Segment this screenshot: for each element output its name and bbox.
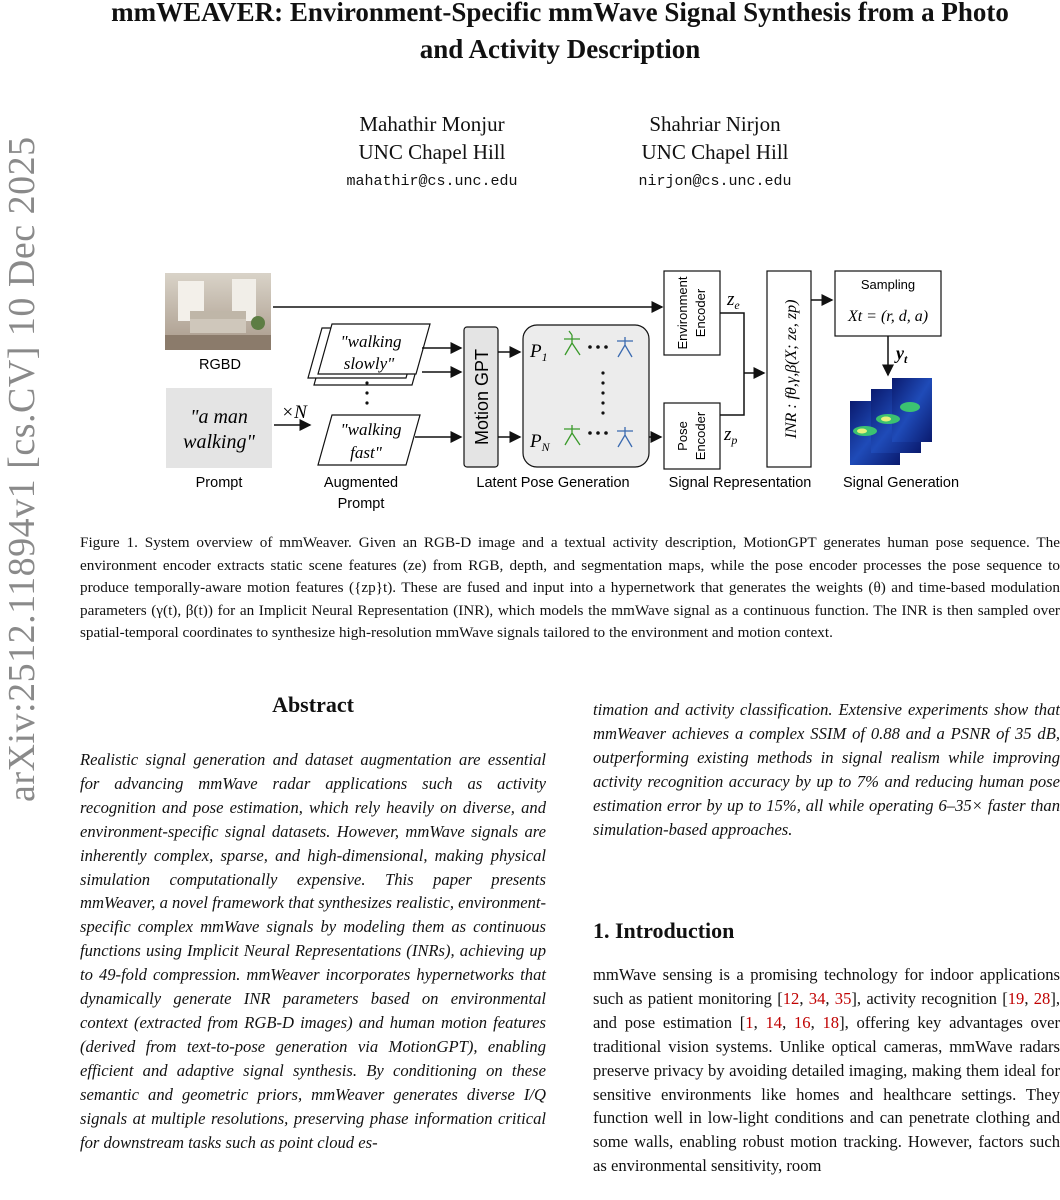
abstract-column-2: timation and activity classification. Ex… — [593, 700, 1060, 839]
motion-gpt-label: Motion GPT — [472, 349, 492, 445]
citation-link[interactable]: 34 — [808, 988, 826, 1008]
paper-title: mmWEAVER: Environment-Specific mmWave Si… — [60, 0, 1060, 68]
citation-link[interactable]: 28 — [1033, 988, 1051, 1008]
signal-generation-label: Signal Generation — [843, 475, 959, 491]
arrow — [720, 312, 745, 373]
signal-representation-label: Signal Representation — [669, 475, 812, 491]
motion-gpt-block — [463, 326, 499, 468]
prompt-text-line-1: "a man — [190, 406, 248, 428]
citation-link[interactable]: 18 — [822, 1012, 840, 1032]
arrow — [720, 373, 745, 416]
augmented-prompt-slowly — [307, 323, 431, 386]
times-n-label: ×N — [281, 402, 308, 423]
aug-prompt-2-line-1: "walking — [341, 420, 402, 439]
latent-pose-generation-label: Latent Pose Generation — [476, 475, 629, 491]
author-name: Shahriar Nirjon — [649, 112, 781, 136]
pose-encoder-block — [663, 402, 721, 470]
pose-skeleton-2 — [617, 337, 633, 358]
pose-encoder-label-2: Encoder — [693, 411, 708, 460]
system-overview-figure: RGBD "a man walking" Prompt ×N "walking … — [165, 270, 959, 512]
vertical-ellipsis — [365, 381, 369, 405]
env-encoder-label-1: Environment — [675, 276, 690, 349]
mmwave-spectrograms — [850, 378, 932, 465]
abstract-heading: Abstract — [272, 692, 354, 717]
aug-prompt-2-line-2: fast" — [350, 443, 383, 462]
pose-skeleton-1 — [564, 330, 581, 356]
prompt-box — [166, 388, 272, 468]
introduction-heading: 1. Introduction — [593, 918, 735, 943]
augmented-label-line-1: Augmented — [324, 475, 398, 491]
pose-pn-label: PN — [529, 431, 551, 454]
figure-caption: Figure 1. System overview of mmWeaver. G… — [80, 534, 1060, 642]
pose-p1-label: P1 — [529, 341, 548, 364]
author-email[interactable]: nirjon@cs.unc.edu — [638, 173, 792, 190]
inr-block — [766, 270, 812, 468]
aug-prompt-1-line-1: "walking — [341, 332, 402, 351]
author-affiliation: UNC Chapel Hill — [358, 140, 506, 164]
augmented-label-line-2: Prompt — [338, 496, 385, 512]
citation-link[interactable]: 35 — [834, 988, 852, 1008]
aug-prompt-1-line-2: slowly" — [344, 354, 395, 373]
inr-label: INR : fθ,γ,β(X; ze, zp) — [783, 300, 800, 440]
pose-encoder-label-1: Pose — [675, 421, 690, 451]
citation-link[interactable]: 14 — [765, 1012, 783, 1032]
author-2: Shahriar Nirjon UNC Chapel Hill nirjon@c… — [585, 110, 845, 192]
environment-encoder-block — [663, 270, 721, 356]
abstract-column-1: Realistic signal generation and dataset … — [80, 750, 546, 1152]
pose-ellipsis — [588, 345, 608, 435]
env-encoder-label-2: Encoder — [693, 288, 708, 337]
augmented-prompt-fast — [317, 414, 421, 466]
title-line-2: and Activity Description — [419, 34, 701, 64]
rgbd-room-image — [165, 273, 271, 350]
title-line-1: mmWEAVER: Environment-Specific mmWave Si… — [111, 0, 1009, 27]
yt-label: yt — [894, 343, 908, 366]
arxiv-stamp[interactable]: arXiv:2512.11894v1 [cs.CV] 10 Dec 2025 — [1, 136, 43, 802]
sampling-block — [834, 270, 942, 337]
ze-label: ze — [726, 289, 740, 312]
author-1: Mahathir Monjur UNC Chapel Hill mahathir… — [302, 110, 562, 192]
prompt-stage-label: Prompt — [196, 475, 243, 491]
prompt-text-line-2: walking" — [183, 431, 255, 453]
citation-link[interactable]: 16 — [793, 1012, 811, 1032]
citation-link[interactable]: 12 — [782, 988, 800, 1008]
citation-link[interactable]: 1 — [745, 1012, 754, 1032]
author-name: Mahathir Monjur — [359, 112, 505, 136]
pose-skeleton-3 — [564, 425, 581, 446]
sampling-label: Sampling — [861, 277, 915, 292]
author-affiliation: UNC Chapel Hill — [641, 140, 789, 164]
introduction-text: mmWave sensing is a promising technology… — [593, 965, 1060, 1176]
xt-label: Xt = (r, d, a) — [847, 308, 928, 325]
pose-skeleton-4 — [617, 427, 633, 448]
zp-label: zp — [723, 424, 737, 447]
rgbd-label: RGBD — [199, 357, 241, 373]
citation-link[interactable]: 19 — [1007, 988, 1025, 1008]
author-email[interactable]: mahathir@cs.unc.edu — [346, 173, 518, 190]
